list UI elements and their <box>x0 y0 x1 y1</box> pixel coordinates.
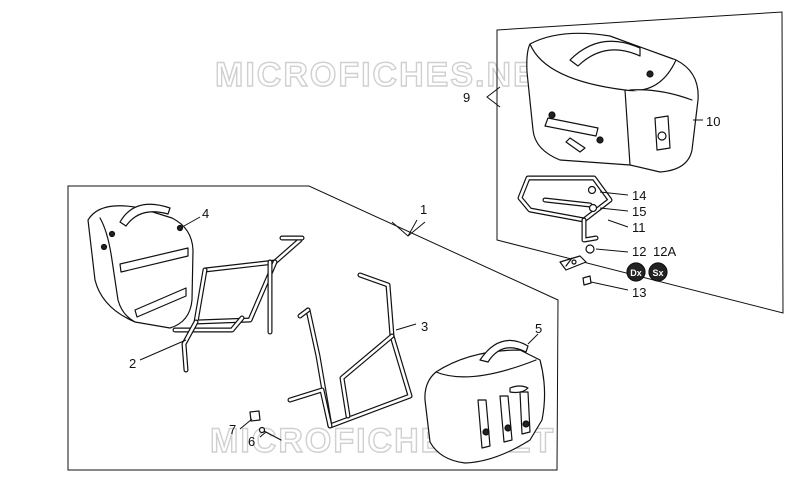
callout-11: 11 <box>632 220 646 235</box>
badge-dx: Dx <box>626 262 646 282</box>
callout-10: 10 <box>706 114 720 129</box>
callout-12: 12 <box>632 244 646 259</box>
callout-5: 5 <box>535 321 542 336</box>
bracket-12 <box>559 255 587 271</box>
callout-4: 4 <box>202 206 209 221</box>
left-pannier-frame <box>172 235 305 373</box>
callout-2: 2 <box>129 356 136 371</box>
leader-lines <box>139 119 703 438</box>
svg-text:Sx: Sx <box>652 268 663 278</box>
callout-3: 3 <box>421 319 428 334</box>
top-carrier-plate <box>517 175 613 243</box>
top-box <box>526 32 699 173</box>
washer-15-icon <box>588 203 598 213</box>
left-side-bag <box>87 203 194 329</box>
screw-13-icon <box>582 275 592 286</box>
right-pannier-frame <box>287 272 413 429</box>
badge-sx: Sx <box>648 262 668 282</box>
callout-1-brace <box>391 221 426 237</box>
callout-14: 14 <box>632 188 646 203</box>
callout-9-brace <box>486 86 501 108</box>
top-box-group-frame <box>496 11 784 314</box>
svg-text:Dx: Dx <box>630 268 642 278</box>
callout-15: 15 <box>632 204 646 219</box>
callout-12a: 12A <box>653 244 676 259</box>
nut-12-icon <box>585 244 595 254</box>
callout-13: 13 <box>632 285 646 300</box>
spacer-7-icon <box>249 410 261 422</box>
callout-9: 9 <box>463 90 470 105</box>
watermark-top: MICROFICHES.NET <box>215 56 560 94</box>
side-bags-group-frame <box>67 185 559 471</box>
screw-6-icon <box>261 429 282 441</box>
callout-1: 1 <box>420 202 427 217</box>
callout-7: 7 <box>229 422 236 437</box>
callout-6: 6 <box>248 434 255 449</box>
screw-14-icon <box>587 185 597 195</box>
right-side-bag <box>424 339 546 464</box>
